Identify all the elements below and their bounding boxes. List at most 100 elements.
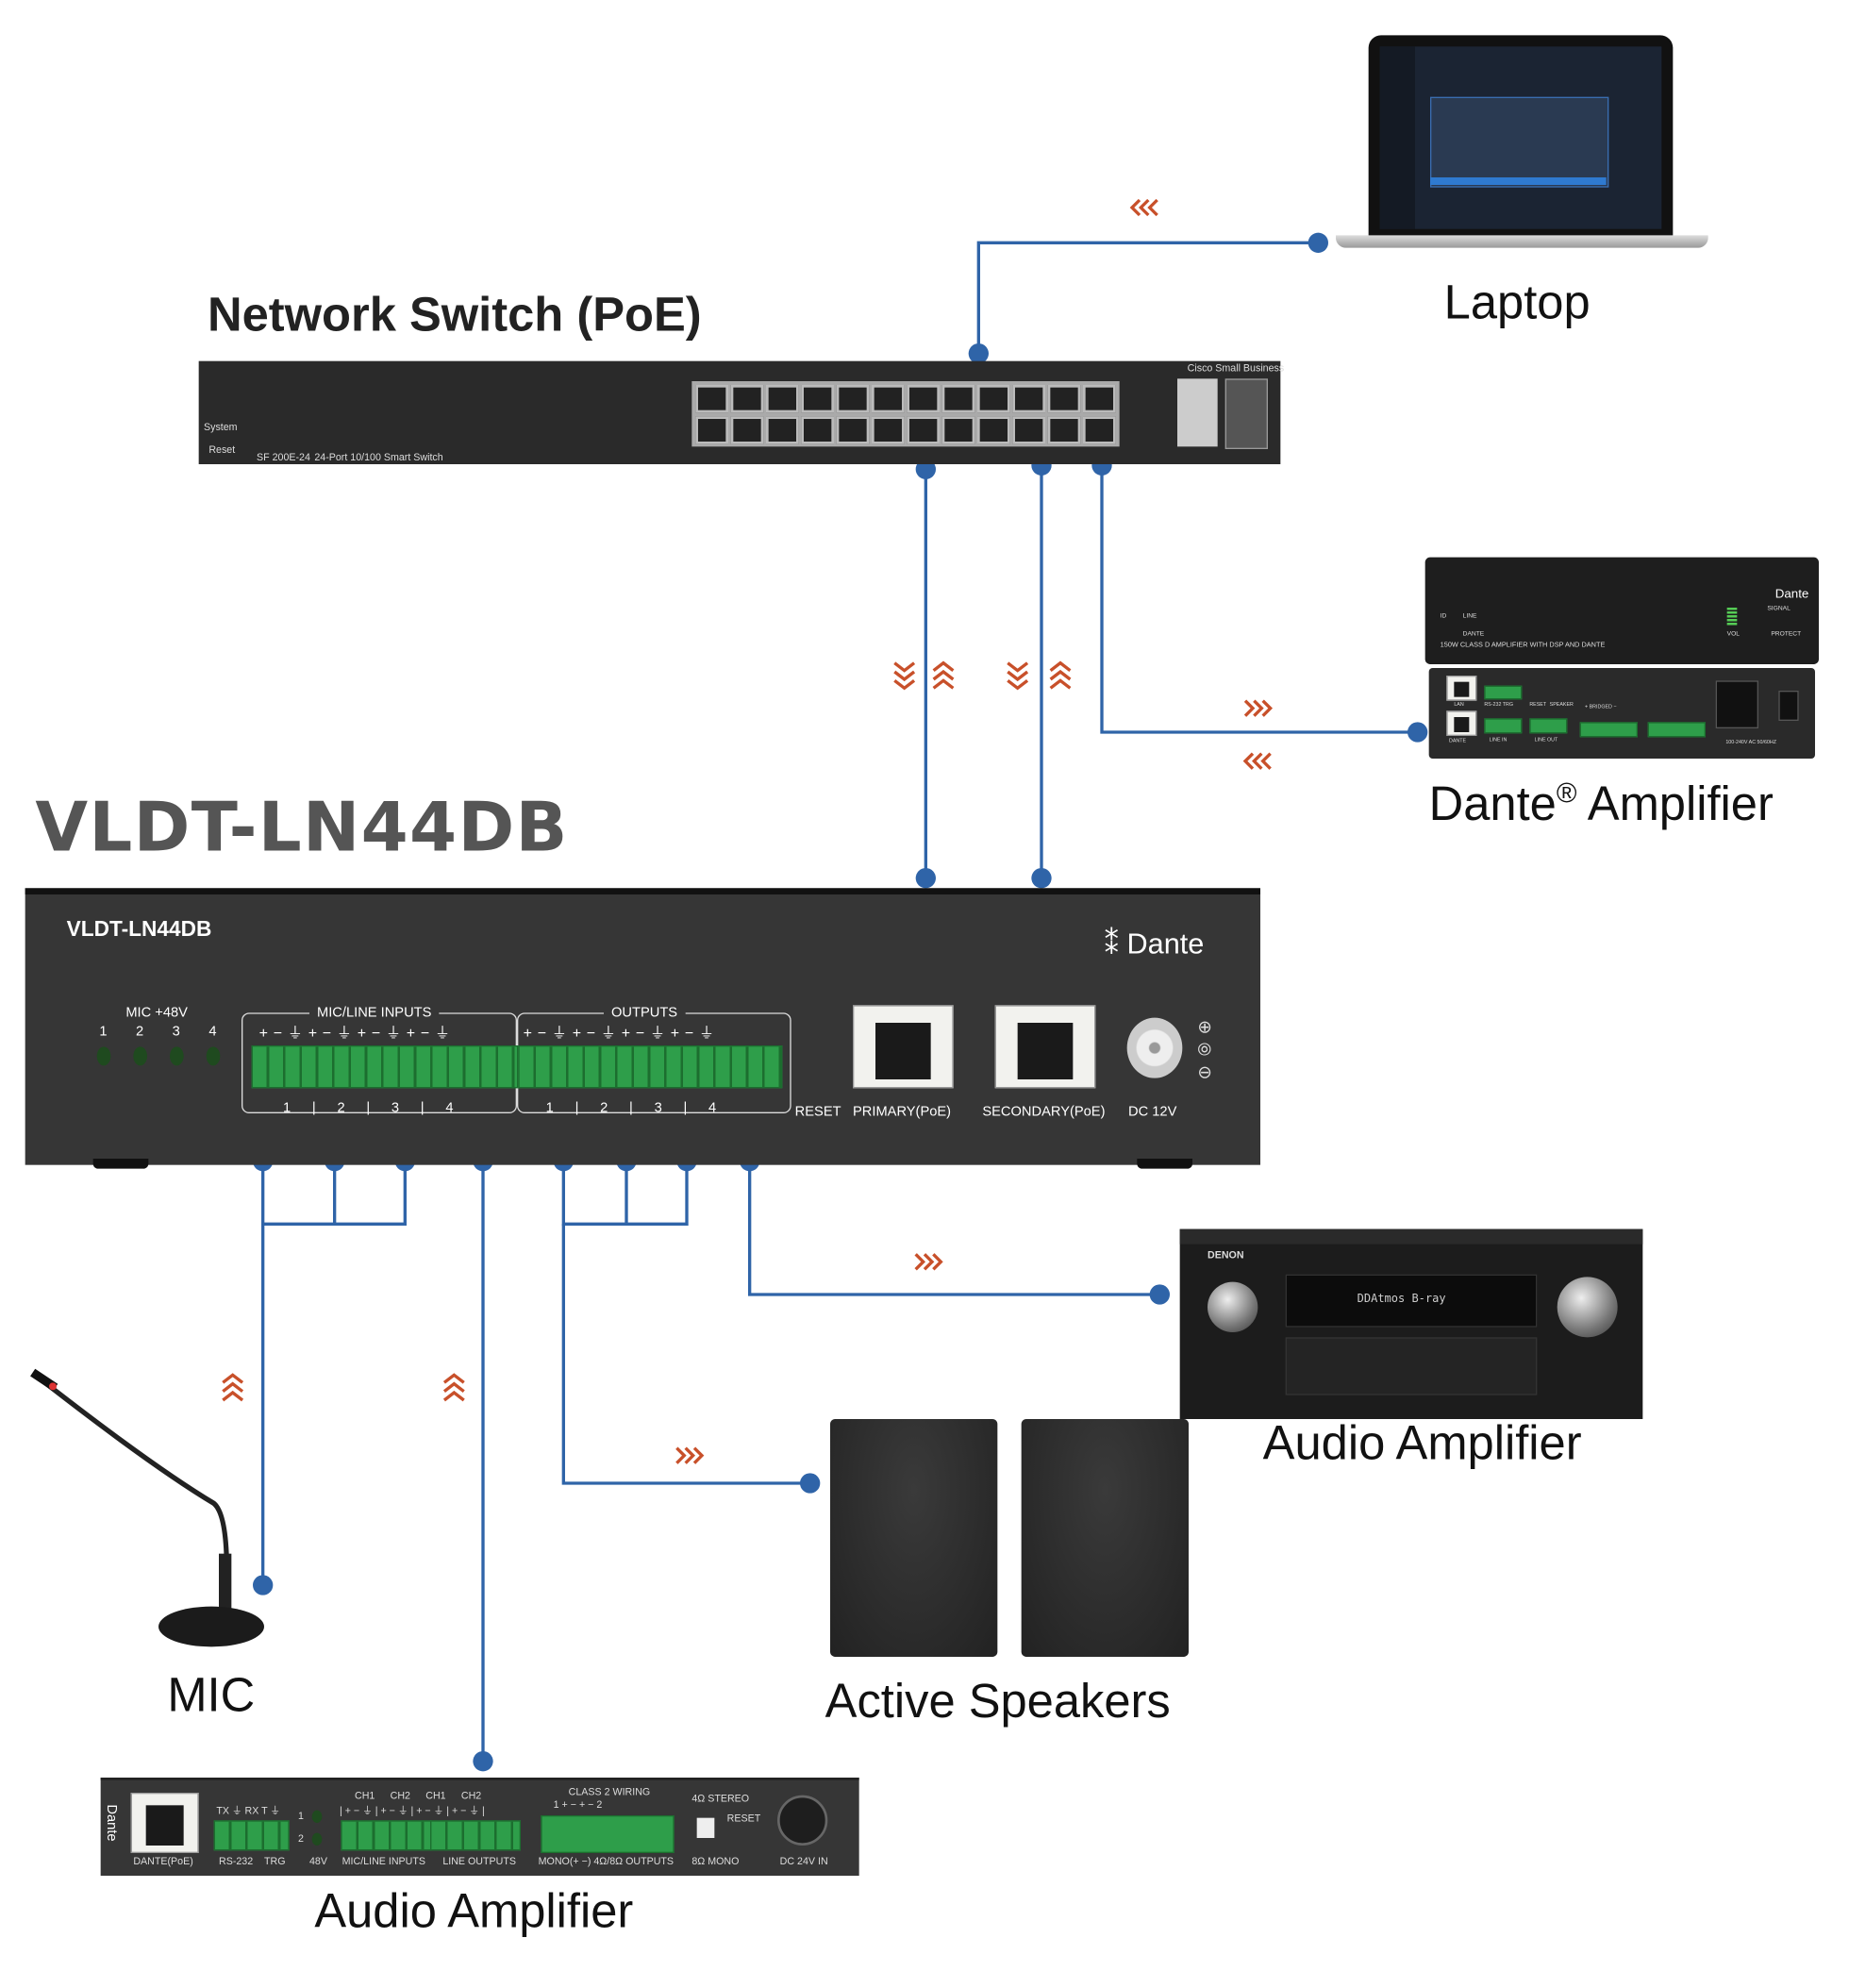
- receiver-source-knob[interactable]: [1207, 1281, 1258, 1332]
- switch-ethernet-port[interactable]: [695, 416, 728, 444]
- bottom-amp-dante-port[interactable]: [130, 1792, 199, 1853]
- switch-ethernet-port[interactable]: [1047, 384, 1081, 413]
- device-model-label: VLDT-LN44DB: [66, 916, 212, 942]
- mic-line-inputs-terminal[interactable]: [251, 1044, 519, 1089]
- bottom-amp-led-2-label: 2: [297, 1832, 304, 1845]
- bottom-amp-class2-pins: 1 + − + − 2: [553, 1798, 603, 1811]
- switch-ethernet-port[interactable]: [976, 416, 1010, 444]
- dc-power-jack[interactable]: [1126, 1017, 1183, 1078]
- switch-ethernet-port[interactable]: [907, 416, 940, 444]
- bottom-amp-48v-label: 48V: [308, 1855, 327, 1867]
- dc-12v-label: DC 12V: [1127, 1104, 1177, 1120]
- switch-ethernet-port[interactable]: [765, 384, 799, 413]
- wire-dot: [1031, 867, 1052, 889]
- switch-ethernet-port[interactable]: [1082, 384, 1116, 413]
- dante-amp-power-switch[interactable]: [1778, 690, 1799, 721]
- switch-ethernet-port[interactable]: [801, 416, 834, 444]
- switch-ethernet-port[interactable]: [1047, 416, 1081, 444]
- switch-ethernet-port[interactable]: [695, 384, 728, 413]
- dante-amp-id-led: ID: [1440, 612, 1447, 621]
- dante-amp-lan-label: LAN: [1454, 700, 1464, 708]
- switch-ethernet-port[interactable]: [1082, 416, 1116, 444]
- outputs-terminal[interactable]: [518, 1044, 783, 1089]
- mic48v-number: 1: [99, 1024, 108, 1040]
- secondary-poe-port[interactable]: [994, 1005, 1096, 1089]
- bottom-amp-dc-jack[interactable]: [776, 1795, 828, 1846]
- receiver-display-text: DDAtmos B-ray: [1357, 1293, 1446, 1306]
- laptop-screen: [1379, 46, 1662, 229]
- mic48v-led: [206, 1046, 221, 1066]
- signal-arrow-up-icon: [932, 660, 955, 690]
- dante-amp-bridged-label: + BRIDGED −: [1584, 703, 1617, 710]
- dante-amp-rs232-label: RS-232 TRG: [1484, 700, 1514, 708]
- dante-amp-70v-terminal[interactable]: [1647, 722, 1706, 738]
- av-receiver: DENON DDAtmos B-ray: [1179, 1228, 1643, 1419]
- switch-ethernet-port[interactable]: [941, 384, 975, 413]
- switch-ethernet-port[interactable]: [1012, 416, 1045, 444]
- dante-amp-dante-port[interactable]: [1446, 710, 1477, 736]
- mic48v-led: [169, 1046, 184, 1066]
- wire-dot: [1308, 232, 1328, 253]
- bottom-amp-led-1-label: 1: [297, 1810, 304, 1822]
- mic48v-number: 4: [208, 1024, 217, 1040]
- switch-port-grid: [691, 380, 1120, 447]
- mic-label: MIC: [167, 1669, 256, 1723]
- dante-amp-reset[interactable]: RESET: [1529, 700, 1547, 708]
- dante-amplifier: Dante ID LINE DANTE 150W CLASS D AMPLIFI…: [1424, 557, 1819, 759]
- switch-ethernet-port[interactable]: [941, 416, 975, 444]
- signal-arrow-down-icon: [1007, 661, 1029, 691]
- dante-amp-line-in-terminal[interactable]: [1484, 718, 1523, 734]
- wire-speakers: [561, 1224, 810, 1485]
- dante-amp-speaker-switch[interactable]: SPEAKER: [1549, 700, 1574, 708]
- switch-ethernet-port[interactable]: [730, 384, 764, 413]
- switch-ethernet-port[interactable]: [730, 416, 764, 444]
- bottom-amp-channel-pins: | + − ⏚ | + − ⏚ | + − ⏚ | + − ⏚ |: [339, 1805, 485, 1817]
- dante-amp-power-inlet[interactable]: [1715, 680, 1758, 728]
- bottom-amp-line-out-terminal[interactable]: [429, 1820, 521, 1851]
- receiver-volume-knob[interactable]: [1557, 1277, 1618, 1338]
- switch-ethernet-port[interactable]: [765, 416, 799, 444]
- wire-dot: [1149, 1284, 1170, 1305]
- switch-ethernet-port[interactable]: [871, 384, 905, 413]
- dante-amp-line-out-label: LINE OUT: [1534, 735, 1558, 743]
- bottom-amp-stereo-label: 4Ω STEREO: [691, 1792, 750, 1804]
- dante-amp-protect: PROTECT: [1771, 629, 1802, 638]
- primary-poe-port[interactable]: [852, 1005, 954, 1089]
- switch-ethernet-port[interactable]: [1012, 384, 1045, 413]
- bottom-amp-reset-button[interactable]: RESET: [726, 1813, 761, 1825]
- network-switch: System Reset SF 200E-24 24-Port 10/100 S…: [198, 360, 1284, 464]
- bottom-amp-rs232-terminal[interactable]: [213, 1820, 290, 1851]
- dante-amp-rs232-terminal[interactable]: [1484, 685, 1523, 700]
- switch-model: SF 200E-24: [256, 451, 310, 463]
- switch-ethernet-port[interactable]: [836, 384, 870, 413]
- switch-reset-button[interactable]: Reset: [208, 443, 236, 456]
- bottom-amp-speaker-terminal[interactable]: [541, 1814, 675, 1853]
- speaker-left: [829, 1418, 998, 1657]
- bottom-amp-rs232-label: RS-232: [218, 1855, 254, 1867]
- dante-amp-front: Dante ID LINE DANTE 150W CLASS D AMPLIFI…: [1424, 557, 1819, 664]
- dante-amp-lan-port[interactable]: [1446, 675, 1477, 701]
- wire-laptop-switch: [976, 241, 1319, 354]
- outputs-label: OUTPUTS: [603, 1005, 686, 1021]
- primary-poe-label: PRIMARY(PoE): [852, 1104, 952, 1120]
- bottom-amplifier-label: Audio Amplifier: [314, 1885, 634, 1939]
- wire-dot: [915, 867, 936, 889]
- switch-ethernet-port[interactable]: [976, 384, 1010, 413]
- bottom-amp-class2-label: CLASS 2 WIRING: [568, 1786, 651, 1798]
- laptop: [1368, 35, 1674, 237]
- switch-ethernet-port[interactable]: [907, 384, 940, 413]
- bottom-amp-dc-label: DC 24V IN: [779, 1855, 828, 1867]
- receiver-label: Audio Amplifier: [1262, 1417, 1582, 1471]
- dante-amp-signal: SIGNAL: [1767, 605, 1791, 613]
- dante-amp-rear: LAN DANTE RS-232 TRG LINE IN RESET SPEAK…: [1428, 667, 1815, 759]
- dante-amp-speaker-terminal[interactable]: [1579, 722, 1638, 738]
- bottom-amp-dip-switch[interactable]: [696, 1817, 715, 1838]
- switch-ethernet-port[interactable]: [871, 416, 905, 444]
- switch-ethernet-port[interactable]: [836, 416, 870, 444]
- switch-ethernet-port[interactable]: [801, 384, 834, 413]
- dante-amp-line-out-terminal[interactable]: [1529, 718, 1568, 734]
- reset-button[interactable]: RESET: [794, 1104, 841, 1120]
- bottom-amp-mic-line-terminal[interactable]: [341, 1820, 432, 1851]
- bottom-amp-dante-poe-label: DANTE(PoE): [133, 1855, 193, 1867]
